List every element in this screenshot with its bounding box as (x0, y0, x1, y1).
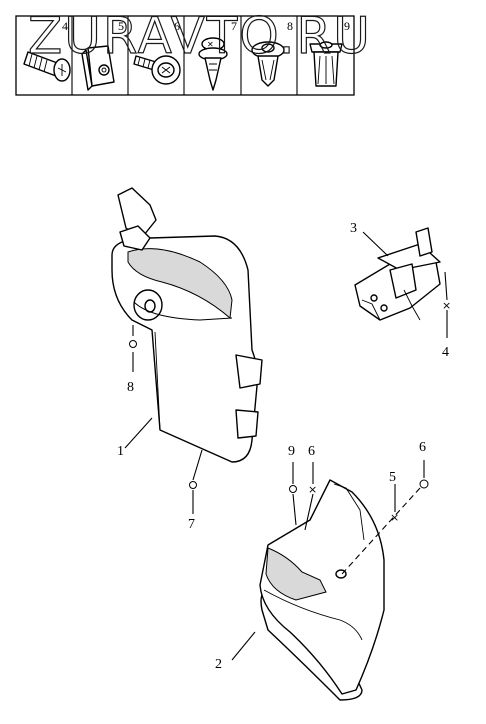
clip-nut-icon (81, 45, 115, 91)
legend-num-4: 4 (62, 19, 68, 33)
legend-num-6: 6 (174, 19, 180, 33)
bolt-icon (23, 51, 71, 82)
marker-6b (419, 479, 429, 489)
marker-9 (289, 485, 297, 493)
marker-4-cross: × (442, 299, 451, 312)
callout-6-left: 6 (308, 444, 315, 459)
callout-8: 8 (127, 380, 134, 395)
svg-text:✕: ✕ (207, 40, 214, 49)
flange-screw-icon (133, 55, 181, 85)
fastener-markers: × × × (129, 299, 451, 524)
legend-num-8: 8 (287, 19, 293, 33)
callout-numbers: 1 2 3 4 5 6 6 7 8 9 (117, 221, 449, 672)
marker-5-cross: × (390, 511, 399, 524)
legend-num-9: 9 (344, 19, 350, 33)
parts-legend: 4 5 6 7 8 9 (15, 15, 355, 96)
part-1-splash-shield (111, 187, 263, 463)
marker-7 (189, 481, 197, 489)
marker-6a-cross: × (308, 483, 317, 496)
callout-leaders (124, 231, 448, 661)
callout-4: 4 (442, 345, 449, 360)
callout-6-right: 6 (419, 440, 426, 455)
callout-5: 5 (389, 470, 396, 485)
part-2-mudguard (259, 479, 385, 701)
callout-2: 2 (215, 657, 222, 672)
callout-3: 3 (350, 221, 357, 236)
part-3-bracket (354, 227, 441, 321)
legend-num-7: 7 (231, 19, 237, 33)
legend-num-5: 5 (118, 19, 124, 33)
watermark-text: ZURAVTO.RU (28, 7, 372, 65)
push-rivet-icon: ✕ (198, 37, 228, 91)
callout-9: 9 (288, 444, 295, 459)
callout-1: 1 (117, 444, 124, 459)
callout-7: 7 (188, 517, 195, 532)
marker-8 (129, 340, 137, 348)
plastic-clip-icon (251, 41, 285, 87)
push-nut-icon (309, 41, 343, 87)
